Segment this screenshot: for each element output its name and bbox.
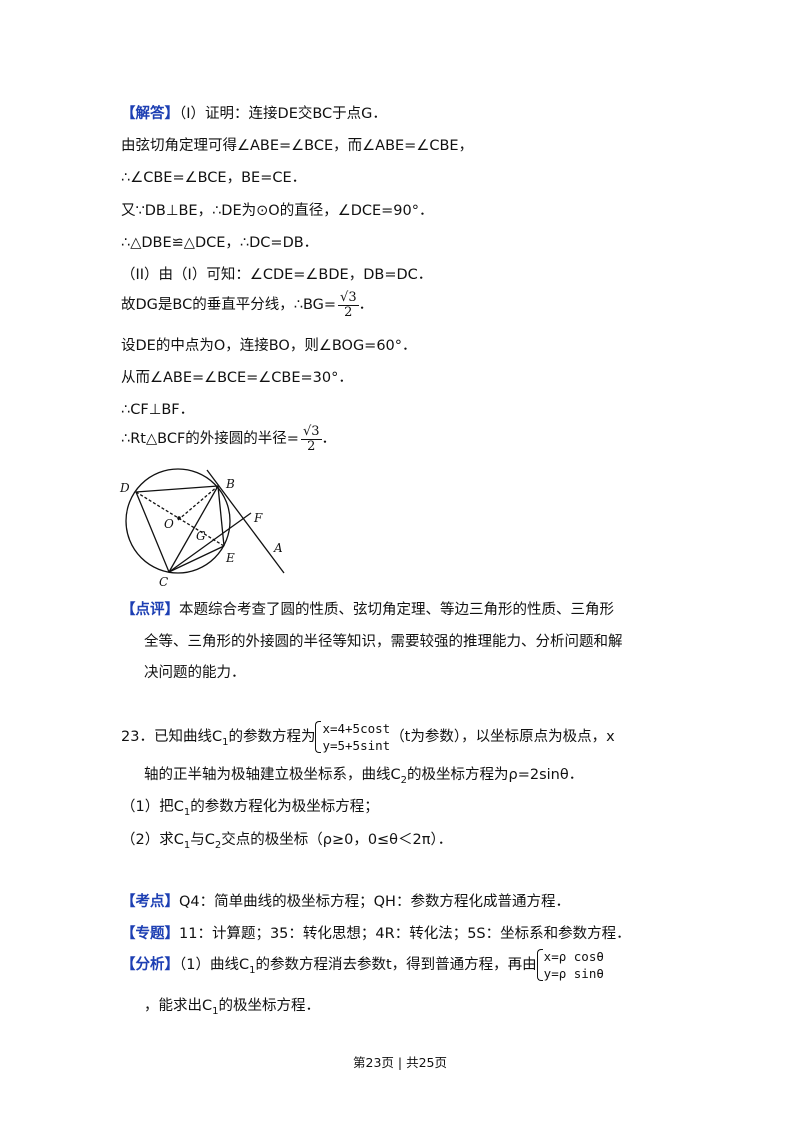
answer-line-1: 【解答】（I）证明：连接DE交BC于点G． [121, 104, 387, 124]
segment-dc [135, 491, 170, 573]
fenxi-sub: 1 [249, 964, 256, 976]
answer-line-9: 从而∠ABE=∠BCE=∠CBE=30°． [121, 370, 353, 386]
q23-text: 已知曲线C [153, 729, 223, 745]
tangent-line-ba [206, 469, 285, 574]
comment-tag: 【点评】 [121, 602, 179, 618]
q23-text: 的极坐标方程为ρ=2sinθ． [407, 767, 584, 783]
zhuanti-text: 11：计算题；35：转化思想；4R：转化法；5S：坐标系和参数方程． [179, 926, 631, 942]
system-eq-x: x=4+5cost [322, 721, 391, 736]
answer-line-10: ∴CF⊥BF． [121, 402, 195, 418]
center-point [177, 516, 181, 520]
answer-line-2: 由弦切角定理可得∠ABE=∠BCE，而∠ABE=∠CBE， [121, 138, 474, 154]
answer-line-5: ∴△DBE≌△DCE，∴DC=DB． [121, 235, 319, 251]
label-e: E [225, 551, 235, 565]
fenxi-line-2: ，能求出C1的极坐标方程． [144, 996, 320, 1016]
fraction-denominator: 2 [344, 304, 353, 320]
q23-text: （t为参数），以坐标原点为极点，x [390, 729, 615, 745]
fraction-numerator: √3 [300, 423, 322, 440]
system-eq-x: x=ρ cosθ [543, 949, 604, 964]
fenxi-text: 的参数方程消去参数t，得到普通方程，再由 [255, 957, 537, 973]
question-23-line-2: 轴的正半轴为极轴建立极坐标系，曲线C2的极坐标方程为ρ=2sinθ． [144, 765, 583, 785]
fenxi-tag: 【分析】 [121, 957, 179, 973]
kaodian-tag: 【考点】 [121, 894, 179, 910]
answer-text-7-end: ． [358, 297, 374, 313]
segment-be [217, 485, 225, 547]
circle-o [125, 468, 231, 574]
label-d: D [119, 481, 130, 495]
fenxi-sub: 1 [212, 1005, 219, 1017]
comment-line-3: 决问题的能力． [144, 665, 246, 681]
answer-line-8: 设DE的中点为O，连接BO，则∠BOG=60°． [121, 338, 417, 354]
answer-line-4: 又∵DB⊥BE，∴DE为⊙O的直径，∠DCE=90°． [121, 203, 434, 219]
geometry-figure: D B O G F E A C [119, 468, 285, 588]
fenxi-line-1: 【分析】（1）曲线C1的参数方程消去参数t，得到普通方程，再由 x=ρ cosθ y… [121, 946, 604, 984]
segment-ce [168, 545, 225, 573]
answer-text-7: 故DG是BC的垂直平分线，∴BG= [121, 297, 337, 313]
q23-sub: 1 [183, 806, 191, 818]
answer-line-6: （II）由（I）可知：∠CDE=∠BDE，DB=DC． [121, 267, 433, 283]
system-eq-y: y=ρ sinθ [543, 966, 604, 981]
fraction-numerator: √3 [338, 289, 359, 306]
label-f: F [253, 511, 263, 525]
label-c: C [159, 575, 168, 588]
label-g: G [196, 529, 206, 543]
page-footer: 第23页 | 共25页 [353, 1055, 447, 1070]
fenxi-text: （1）曲线C [179, 957, 250, 973]
kaodian-line: 【考点】Q4：简单曲线的极坐标方程；QH：参数方程化成普通方程． [121, 892, 570, 912]
question-23-part-1: （1）把C1的参数方程化为极坐标方程； [121, 797, 379, 817]
q23-sub: 2 [400, 774, 407, 786]
zhuanti-line: 【专题】11：计算题；35：转化思想；4R：转化法；5S：坐标系和参数方程． [121, 924, 631, 944]
label-o: O [164, 517, 174, 531]
answer-line-3: ∴∠CBE=∠BCE，BE=CE． [121, 170, 307, 186]
q23-sub: 1 [222, 736, 229, 748]
parametric-system: x=4+5cost y=5+5sint [315, 720, 390, 754]
fraction-denominator: 2 [307, 438, 316, 454]
fenxi-text: ，能求出C [144, 998, 213, 1014]
label-a: A [273, 541, 283, 555]
segment-bc [168, 485, 219, 573]
polar-system: x=ρ cosθ y=ρ sinθ [536, 948, 604, 982]
q23-text: 轴的正半轴为极轴建立极坐标系，曲线C [144, 767, 401, 783]
comment-text-1: 本题综合考查了圆的性质、弦切角定理、等边三角形的性质、三角形 [179, 602, 614, 618]
kaodian-text: Q4：简单曲线的极坐标方程；QH：参数方程化成普通方程． [179, 894, 570, 910]
zhuanti-tag: 【专题】 [121, 926, 179, 942]
comment-line-2: 全等、三角形的外接圆的半径等知识，需要较强的推理能力、分析问题和解 [144, 634, 623, 650]
question-23-part-2: （2）求C1与C2交点的极坐标（ρ≥0，0≤θ＜2π）． [121, 830, 452, 850]
q23-text: 与C [190, 832, 215, 848]
q23-sub: 1 [183, 839, 191, 851]
q23-text: （1）把C [121, 799, 184, 815]
question-number: 23． [121, 729, 154, 745]
answer-tag: 【解答】 [121, 106, 179, 122]
question-23-line-1: 23．已知曲线C1的参数方程为 x=4+5cost y=5+5sint（t为参数），… [121, 718, 615, 756]
segment-cf [168, 512, 252, 573]
label-b: B [225, 477, 235, 491]
answer-text-1: （I）证明：连接DE交BC于点G． [179, 106, 387, 122]
answer-text-11-end: ． [321, 431, 337, 447]
q23-text: 交点的极坐标（ρ≥0，0≤θ＜2π）． [221, 832, 453, 848]
q23-text: 的参数方程化为极坐标方程； [190, 799, 379, 815]
answer-text-11: ∴Rt△BCF的外接圆的半径= [121, 431, 299, 447]
system-eq-y: y=5+5sint [322, 738, 391, 753]
comment-line-1: 【点评】本题综合考查了圆的性质、弦切角定理、等边三角形的性质、三角形 [121, 600, 614, 620]
q23-text: 的参数方程为 [228, 729, 316, 745]
q23-sub: 2 [214, 839, 222, 851]
q23-text: （2）求C [121, 832, 184, 848]
fenxi-text: 的极坐标方程． [218, 998, 321, 1014]
segment-ob [177, 485, 219, 521]
segment-db [135, 485, 219, 493]
